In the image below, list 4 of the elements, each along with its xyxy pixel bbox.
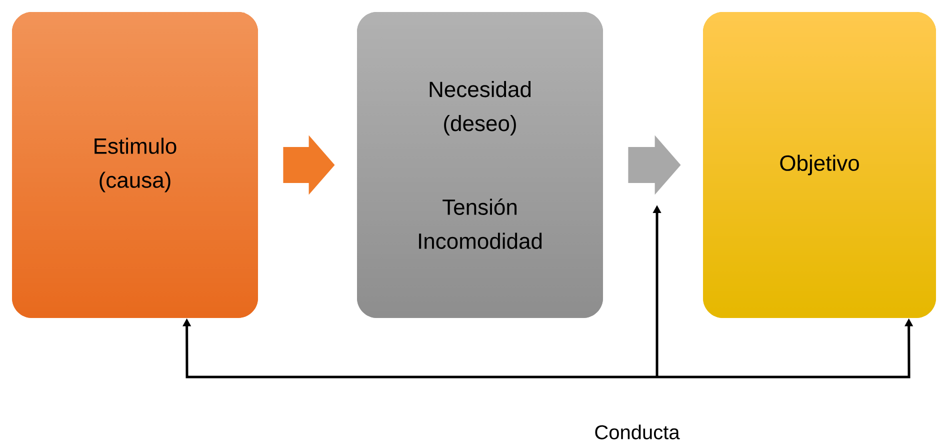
process-box: Objetivo [703,12,936,318]
label-text: Conducta [595,424,680,440]
process-box: Estimulo (causa) [12,12,258,318]
process-box: Necesidad (deseo) Tensión Incomodidad [357,12,603,318]
